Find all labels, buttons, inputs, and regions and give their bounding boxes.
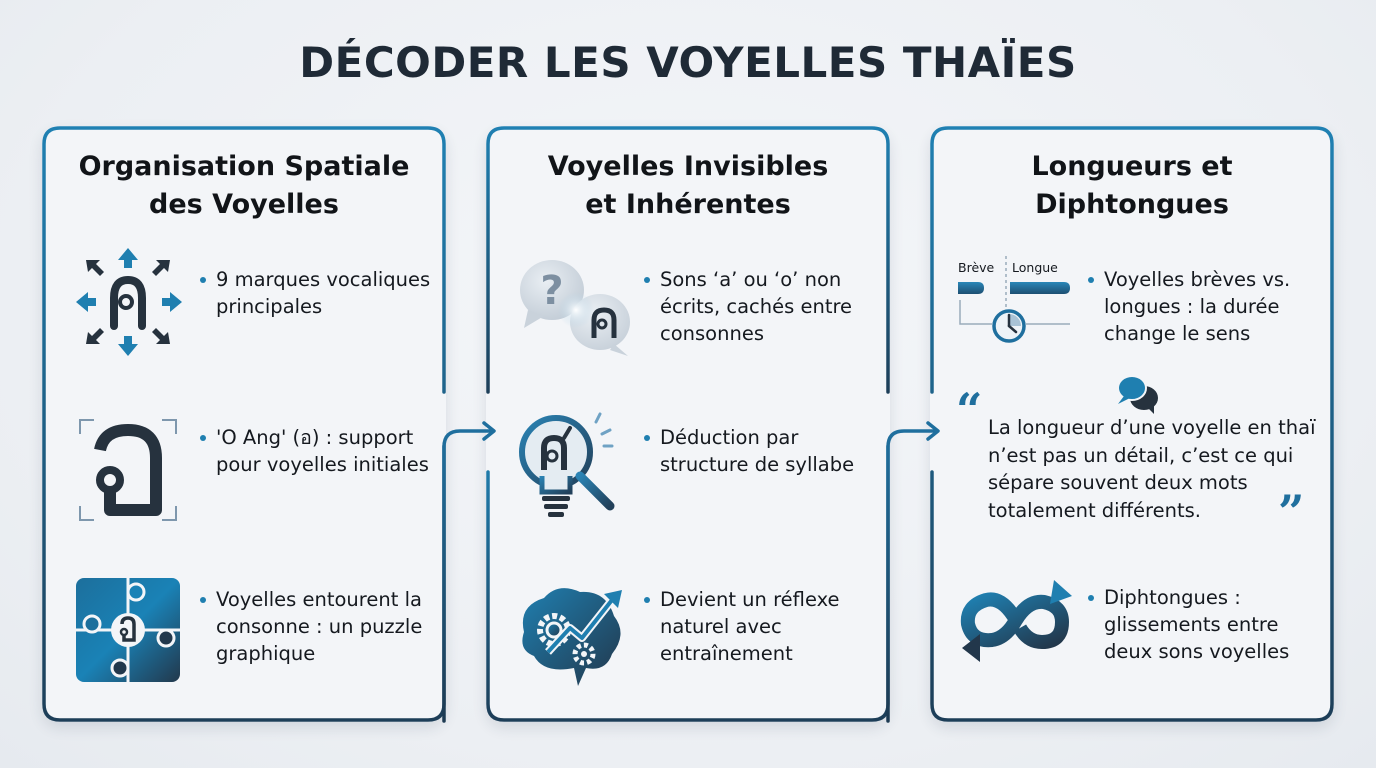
svg-text:?: ? [540,268,563,314]
item-text: Voyelles brèves vs. longues : la durée c… [1088,266,1324,347]
short-long-duration-clock-icon: Brève Longue [958,256,1070,343]
o-ang-character-frame-icon [79,419,177,521]
item-text: Voyelles entourent la consonne : un puzz… [200,586,436,667]
card-spatial-organisation: Organisation Spatiale des Voyelles [42,126,446,722]
list-item: Diphtongues : glissements entre deux son… [930,556,1334,676]
card-lengths-diphthongs: Longueurs et Diphtongues Brève Longue [930,126,1334,722]
list-item: Brève Longue Voyelles brèves vs. longues… [930,238,1334,358]
list-item: 'O Ang' (อ) : support pour voyelles init… [42,406,446,526]
open-quote-mark: “ [956,383,983,437]
close-quote-mark: ” [1278,485,1305,539]
directional-arrows-thai-char-icon [76,248,182,356]
question-speech-bubbles-icon: ? [520,260,630,356]
infinity-loop-arrows-icon [960,580,1072,662]
item-text: Diphtongues : glissements entre deux son… [1088,584,1324,665]
svg-text:Longue: Longue [1012,260,1058,275]
card-title: Voyelles Invisibles et Inhérentes [547,151,829,220]
item-text: 'O Ang' (อ) : support pour voyelles init… [200,424,436,478]
item-text: 9 marques vocaliques principales [200,266,436,320]
item-text: Devient un réflexe naturel avec entraîne… [644,586,880,667]
list-item: Voyelles entourent la consonne : un puzz… [42,572,446,692]
card-title: Longueurs et Diphtongues [1031,151,1233,220]
quote-text: La longueur d’une voyelle en thaï n’est … [988,416,1316,522]
brain-gears-growth-icon [522,588,622,686]
item-text: Déduction par structure de syllabe [644,424,880,478]
list-item: Devient un réflexe naturel avec entraîne… [486,572,890,692]
card-invisible-vowels: Voyelles Invisibles et Inhérentes [486,126,890,722]
list-item: Déduction par structure de syllabe [486,406,890,526]
list-item: 9 marques vocaliques principales [42,238,446,358]
lightbulb-magnifier-icon [519,412,615,517]
list-item: ? Sons ‘a’ ou ‘o’ non écrits, cachés ent… [486,238,890,358]
chat-bubbles-icon [1117,375,1158,414]
page-title: DÉCODER LES VOYELLES THAÏES [299,38,1077,87]
puzzle-icon [76,578,180,682]
card-title: Organisation Spatiale des Voyelles [78,151,410,220]
svg-text:Brève: Brève [958,260,995,275]
item-text: Sons ‘a’ ou ‘o’ non écrits, cachés entre… [644,266,880,347]
